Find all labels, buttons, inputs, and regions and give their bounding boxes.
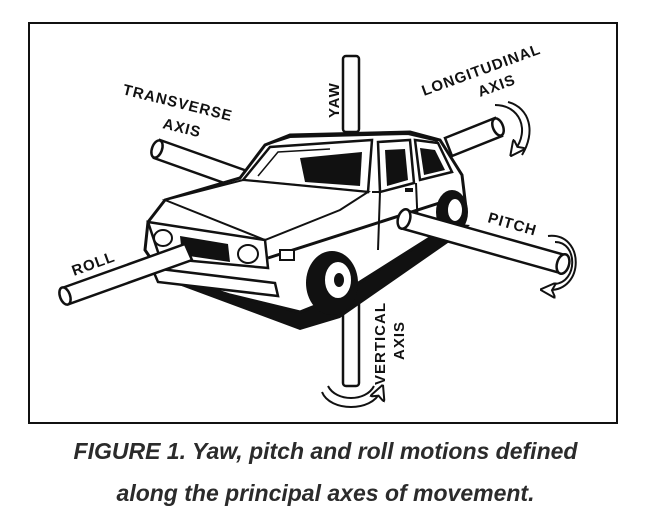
- vertical-axis-label: AXIS: [391, 321, 408, 360]
- caption-line-2: along the principal axes of movement.: [116, 480, 535, 506]
- yaw-label: YAW: [326, 82, 343, 118]
- yaw-rotation-arrow-icon: [321, 386, 380, 408]
- car-illustration: [143, 130, 470, 330]
- longitudinal-rotation-arrow-icon: [494, 101, 531, 155]
- vertical-label: VERTICAL: [372, 302, 389, 385]
- pitch-axis-rod: [396, 207, 571, 276]
- caption-line-1: FIGURE 1. Yaw, pitch and roll motions de…: [73, 438, 578, 464]
- longitudinal-axis-rod: [443, 116, 505, 158]
- transverse-axis-label: AXIS: [161, 115, 203, 141]
- figure-caption: FIGURE 1. Yaw, pitch and roll motions de…: [0, 430, 651, 514]
- pitch-rotation-arrow-icon: [548, 234, 577, 290]
- roll-axis-rod: [58, 242, 194, 306]
